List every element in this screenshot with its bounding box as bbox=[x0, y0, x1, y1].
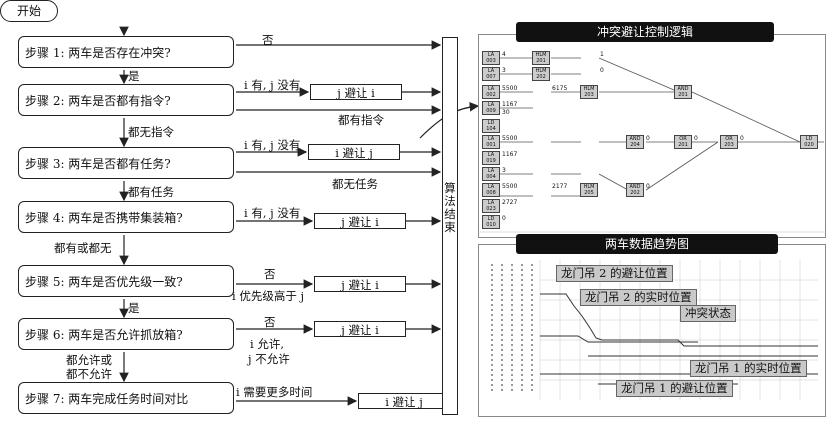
block-la-004: LA 004 bbox=[482, 167, 500, 181]
yield-box-6: i 避让 j bbox=[358, 393, 450, 409]
step-5-box: 步骤 5: 两车是否优先级一致? bbox=[18, 265, 234, 297]
logic-panel-title: 冲突避让控制逻辑 bbox=[516, 22, 774, 42]
logic-wires bbox=[478, 57, 826, 233]
step-7-box: 步骤 7: 两车完成任务时间对比 bbox=[18, 382, 234, 414]
label-step7-cond: i 需要更多时间 bbox=[236, 385, 313, 399]
step-6-box: 步骤 6: 两车是否允许抓放箱? bbox=[18, 318, 234, 350]
yield-box-3: j 避让 i bbox=[314, 213, 406, 229]
annot-crane1-realtime: 龙门吊 1 的实时位置 bbox=[690, 360, 807, 377]
down-label-allow-both: 都允许或 bbox=[66, 353, 112, 367]
logic-value-18: 0 bbox=[740, 135, 744, 142]
logic-value-15: 0 bbox=[600, 67, 604, 74]
block-and-201: AND 201 bbox=[674, 85, 692, 99]
logic-value-3: 5500 bbox=[502, 85, 518, 92]
block-ld-104: LD 104 bbox=[482, 119, 500, 133]
label-step6-cond-1: i 允许, bbox=[250, 337, 284, 351]
label-step6-cond-2: j 不允许 bbox=[248, 352, 290, 366]
block-la-002: LA 002 bbox=[482, 85, 500, 99]
annot-crane2-avoid: 龙门吊 2 的避让位置 bbox=[556, 265, 673, 282]
step-2-box: 步骤 2: 两车是否都有指令? bbox=[18, 84, 234, 116]
block-la-019: LA 019 bbox=[482, 151, 500, 165]
logic-value-9: 5500 bbox=[502, 183, 518, 190]
block-or-201: OR 201 bbox=[674, 135, 692, 149]
block-la-001: LA 001 bbox=[482, 135, 500, 149]
logic-value-16: 0 bbox=[646, 135, 650, 142]
down-label-deny-both: 都不允许 bbox=[66, 367, 112, 381]
step-3-box: 步骤 3: 两车是否都有任务? bbox=[18, 147, 234, 179]
logic-value-19: 0 bbox=[646, 183, 650, 190]
block-and-202: AND 202 bbox=[626, 183, 644, 197]
yield-box-2: i 避让 j bbox=[308, 144, 400, 160]
block-la-009: LA 009 bbox=[482, 101, 500, 115]
block-la-008: LA 008 bbox=[482, 183, 500, 197]
down-label-yes-1: 是 bbox=[128, 69, 140, 83]
annot-conflict-state: 冲突状态 bbox=[680, 305, 736, 322]
block-or-203: OR 203 bbox=[720, 135, 738, 149]
yield-box-1: j 避让 i bbox=[310, 84, 402, 100]
logic-value-8: 3 bbox=[502, 167, 506, 174]
down-label-both-or-none: 都有或都无 bbox=[54, 241, 112, 255]
step-4-box: 步骤 4: 两车是否携带集装箱? bbox=[18, 201, 234, 233]
down-label-no-commands: 都无指令 bbox=[128, 125, 174, 139]
down-label-all-tasks: 都有任务 bbox=[128, 185, 174, 199]
label-step3-all: 都无任务 bbox=[332, 177, 378, 191]
block-ld-010: LD 010 bbox=[482, 215, 500, 229]
logic-value-1: 4 bbox=[502, 51, 506, 58]
annot-crane2-realtime: 龙门吊 2 的实时位置 bbox=[580, 289, 697, 306]
block-hlm-201: HLM 201 bbox=[532, 51, 550, 65]
algorithm-end-bar bbox=[442, 37, 458, 415]
annot-crane1-avoid: 龙门吊 1 的避让位置 bbox=[616, 380, 733, 397]
label-step2-all: 都有指令 bbox=[338, 113, 384, 127]
label-step5-cond: i 优先级高于 j bbox=[232, 289, 305, 303]
logic-value-11: 0 bbox=[502, 215, 506, 222]
label-step5-no: 否 bbox=[264, 267, 276, 281]
block-la-023: LA 023 bbox=[482, 199, 500, 213]
label-step2-cond: i 有, j 没有 bbox=[244, 78, 301, 92]
block-ld-020: LD 020 bbox=[800, 135, 818, 149]
logic-value-14: 1 bbox=[600, 51, 604, 58]
block-la-003: LA 003 bbox=[482, 51, 500, 65]
logic-value-10: 2727 bbox=[502, 199, 518, 206]
block-la-007: LA 007 bbox=[482, 67, 500, 81]
logic-value-7: 1167 bbox=[502, 151, 518, 158]
logic-value-17: 0 bbox=[694, 135, 698, 142]
block-and-204: AND 204 bbox=[626, 135, 644, 149]
block-hlm-203: HLM 203 bbox=[580, 85, 598, 99]
down-label-yes-2: 是 bbox=[128, 301, 140, 315]
algorithm-end-label: 算法结束 bbox=[444, 181, 456, 234]
trend-panel-title: 两车数据趋势图 bbox=[516, 234, 778, 254]
label-step6-no: 否 bbox=[264, 315, 276, 329]
start-node: 开始 bbox=[0, 0, 58, 22]
label-step4-cond: i 有, j 没有 bbox=[244, 206, 301, 220]
logic-value-2: 3 bbox=[502, 67, 506, 74]
yield-box-5: j 避让 i bbox=[314, 321, 406, 337]
logic-value-13: 2177 bbox=[552, 183, 568, 190]
block-hlm-202: HLM 202 bbox=[532, 67, 550, 81]
label-step3-cond: i 有, j 没有 bbox=[244, 138, 301, 152]
yield-box-4: j 避让 i bbox=[314, 276, 406, 292]
block-hlm-205: HLM 205 bbox=[580, 183, 598, 197]
logic-value-12: 6175 bbox=[552, 85, 568, 92]
label-step1-no: 否 bbox=[262, 33, 274, 47]
logic-value-5: 30 bbox=[502, 109, 510, 116]
step-1-box: 步骤 1: 两车是否存在冲突? bbox=[18, 36, 234, 68]
logic-value-4: 1167 bbox=[502, 101, 518, 108]
logic-value-6: 5500 bbox=[502, 135, 518, 142]
